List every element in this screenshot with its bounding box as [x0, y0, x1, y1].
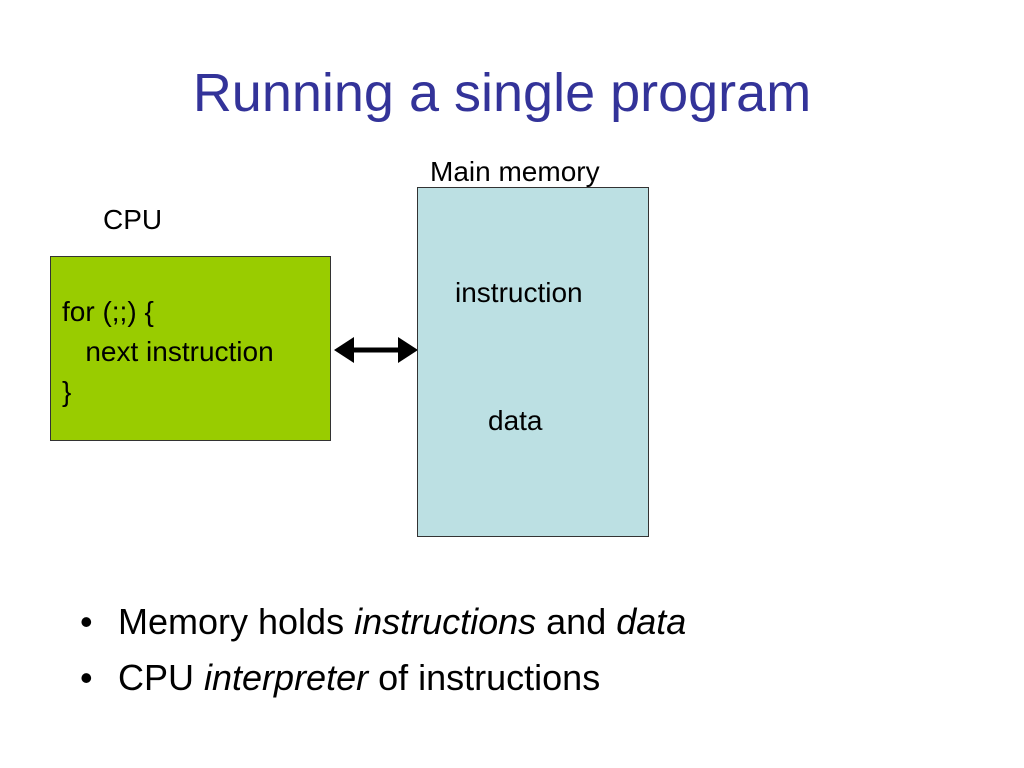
bullet-text: CPU — [118, 657, 205, 698]
bullet-item: • CPU interpreter of instructions — [80, 650, 686, 706]
bullet-text: Memory holds — [118, 601, 355, 642]
cpu-box: for (;;) { next instruction } — [50, 256, 331, 441]
bullet-list: • Memory holds instructions and data • C… — [80, 594, 686, 706]
bullet-marker: • — [80, 657, 93, 698]
memory-item-instruction: instruction — [455, 277, 583, 308]
memory-item-data: data — [488, 405, 543, 436]
cpu-code-line: next instruction — [62, 336, 274, 367]
bullet-text: instructions — [354, 601, 537, 642]
bullet-text: of instructions — [368, 657, 601, 698]
cpu-code-line: } — [62, 376, 72, 407]
memory-box: instruction data — [417, 187, 649, 537]
slide-title: Running a single program — [192, 63, 812, 123]
bullet-item: • Memory holds instructions and data — [80, 594, 686, 650]
bullet-text: interpreter — [204, 657, 369, 698]
bullet-marker: • — [80, 601, 93, 642]
double-arrow-icon — [334, 337, 418, 363]
bullet-text: data — [616, 601, 687, 642]
cpu-label: CPU — [103, 204, 163, 235]
cpu-code-line: for (;;) { — [62, 296, 154, 327]
memory-label: Main memory — [430, 156, 600, 187]
bullet-text: and — [536, 601, 617, 642]
